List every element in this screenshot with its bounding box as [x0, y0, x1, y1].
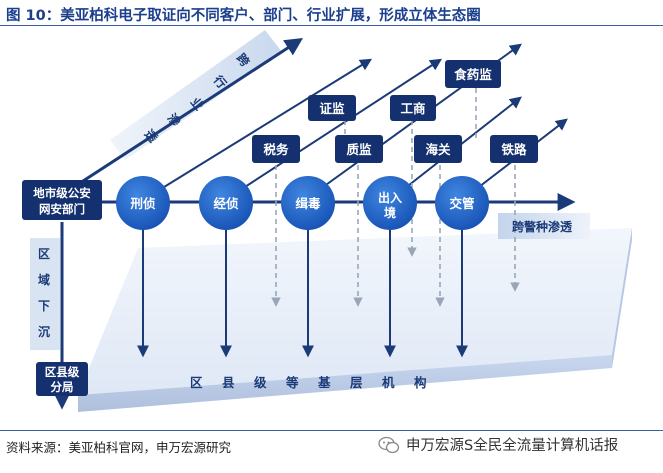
footer-rule: [0, 430, 663, 431]
city-bureau-line-1: 网安部门: [39, 202, 85, 216]
county-branch-box: 区县级 分局: [36, 362, 88, 396]
agency-label: 铁路: [501, 142, 527, 157]
agency-box-haiguan: 海关: [414, 135, 462, 163]
base-label-char-3: 等: [285, 375, 299, 390]
police-node-label: 经侦: [213, 196, 239, 211]
agency-box-zhijian: 质监: [335, 135, 383, 163]
police-node-label: 出入境: [378, 190, 402, 220]
vertical-band: [30, 238, 60, 350]
base-label-char-0: 区: [190, 375, 203, 390]
left-axis-char-2: 下: [38, 299, 50, 313]
base-label-char-1: 县: [222, 375, 235, 390]
base-label-char-4: 基: [317, 375, 331, 390]
agency-label: 证监: [319, 101, 345, 116]
agency-label: 海关: [425, 142, 451, 157]
police-node-jiaoguan: 交管: [435, 176, 489, 230]
base-label-char-2: 级: [254, 375, 267, 390]
police-node-xingzhen: 刑侦: [116, 176, 170, 230]
title-rule: [0, 25, 663, 26]
diagonal-arrow-2: [224, 58, 443, 201]
agency-box-gongshang: 工商: [390, 95, 436, 121]
city-bureau-line-0: 地市级公安: [33, 186, 91, 200]
base-label-char-6: 机: [382, 375, 395, 390]
base-label-char-5: 层: [350, 375, 363, 390]
watermark-text: 申万宏源S全民全流量计算机话报: [406, 438, 619, 454]
police-node-label: 交管: [449, 196, 474, 211]
watermark: 申万宏源S全民全流量计算机话报: [378, 434, 618, 455]
source-note: 资料来源：美亚柏科官网，申万宏源研究: [6, 440, 232, 455]
left-axis-char-0: 区: [38, 247, 50, 261]
agency-box-tielu: 铁路: [490, 135, 538, 163]
police-node-label: 刑侦: [130, 196, 156, 211]
left-axis-char-1: 域: [38, 272, 50, 287]
agency-box-shiyaojian: 食药监: [445, 60, 501, 88]
agency-label: 食药监: [453, 67, 492, 82]
police-node-churujing: 出入境: [363, 176, 417, 230]
police-node-jingzhen: 经侦: [199, 176, 253, 230]
figure-title: 图 10：美亚柏科电子取证向不同客户、部门、行业扩展，形成立体生态圈: [6, 8, 481, 24]
agency-label: 税务: [263, 142, 289, 157]
agency-label: 质监: [346, 142, 372, 157]
city-bureau-box: 地市级公安 网安部门: [22, 180, 102, 220]
agency-label: 工商: [400, 101, 425, 116]
left-axis-char-3: 沉: [38, 324, 50, 339]
diagonal-main-arrow: [79, 38, 304, 185]
county-branch-line-1: 分局: [51, 380, 74, 394]
diagonal-arrow-1: [142, 58, 373, 201]
police-node-label: 缉毒: [295, 196, 321, 211]
horizontal-band: [498, 213, 590, 239]
horizontal-axis-label: 跨警种渗透: [512, 219, 573, 234]
base-slab: [78, 228, 632, 412]
wechat-icon: [378, 436, 400, 453]
diagonal-band: [110, 30, 282, 160]
agency-box-zhengjian: 证监: [308, 95, 356, 121]
base-label-char-7: 构: [414, 375, 427, 390]
police-node-jidu: 缉毒: [281, 176, 335, 230]
agency-box-shuiwu: 税务: [252, 135, 300, 163]
county-branch-line-0: 区县级: [45, 365, 80, 379]
